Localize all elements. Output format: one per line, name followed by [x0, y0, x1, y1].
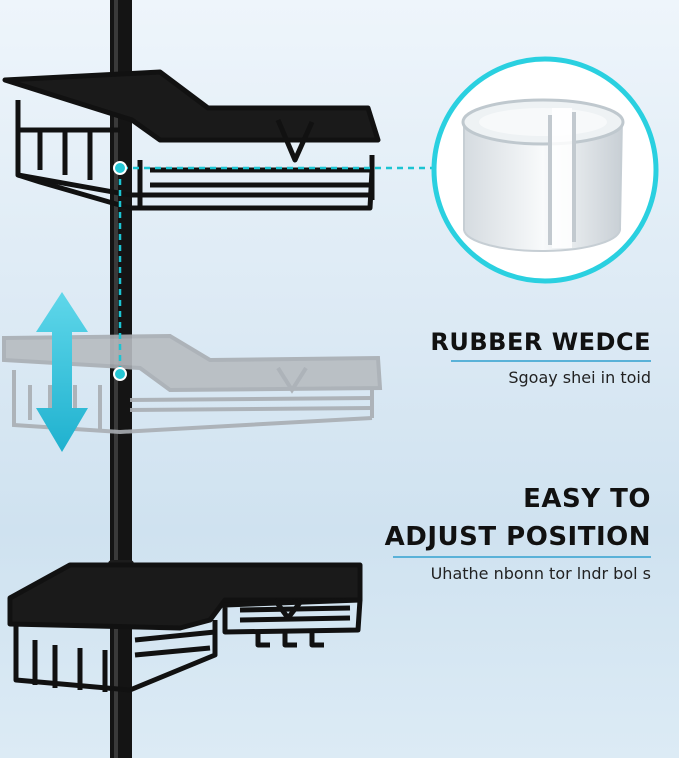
title-underline [451, 360, 651, 362]
rubber-wedge-title: RUBBER WEDCE [430, 328, 651, 356]
adjust-title-line2: ADJUST POSITION [384, 522, 651, 552]
adjust-guide-lines [118, 166, 440, 372]
rubber-wedge-subtitle: Sgoay shei in toid [508, 367, 651, 387]
rubber-wedge-icon [461, 98, 625, 252]
double-arrow-icon [36, 292, 88, 452]
top-shelf-basket [2, 69, 381, 211]
wedge-point-bottom [113, 367, 127, 381]
rubber-wedge-zoom [431, 56, 659, 284]
adjust-subtitle: Uhathe nbonn tor lndr bol s [430, 563, 651, 583]
wedge-point-top [113, 161, 127, 175]
adjust-position-caption: EASY TO ADJUST POSITION Uhathe nbonn tor… [385, 486, 651, 583]
bottom-shelf-basket [7, 562, 363, 693]
title-underline [393, 556, 651, 558]
adjust-title-line1: EASY TO [523, 484, 651, 514]
rubber-wedge-caption: RUBBER WEDCE Sgoay shei in toid [430, 330, 651, 387]
